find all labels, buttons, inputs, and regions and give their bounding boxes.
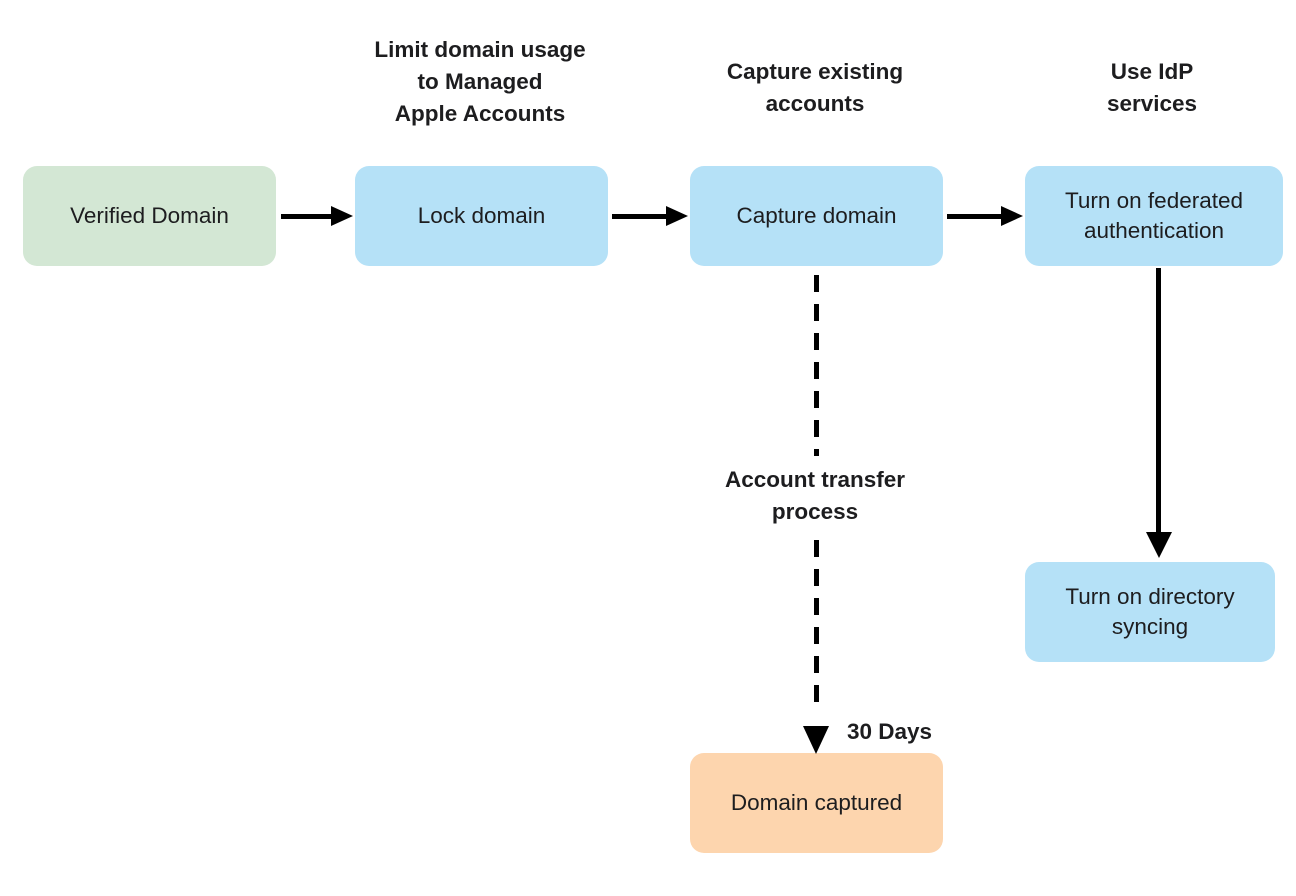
node-verified-domain: Verified Domain [23,166,276,266]
arrowhead-right-icon [331,206,353,226]
arrow-lock-to-capture-icon [612,206,688,226]
dashed-arrow-lower-segment-icon [814,540,819,706]
node-capture-domain: Capture domain [690,166,943,266]
node-lock-domain: Lock domain [355,166,608,266]
node-turn-on-federated-authentication: Turn on federated authentication [1025,166,1283,266]
arrowhead-down-dashed-icon [803,726,829,754]
arrow-capture-to-federated-icon [947,206,1023,226]
arrowhead-right-icon [1001,206,1023,226]
arrowhead-down-icon [1145,532,1172,558]
dashed-arrow-upper-segment-icon [814,275,819,456]
edge-label-30-days: 30 Days [847,719,933,744]
node-turn-on-directory-syncing: Turn on directory syncing [1025,562,1275,662]
caption-capture-existing-accounts: Capture existing accounts [726,59,904,116]
arrowhead-right-icon [666,206,688,226]
edge-label-account-transfer-process: Account transfer process [724,467,906,524]
caption-limit-domain-usage: Limit domain usage to Managed Apple Acco… [374,37,586,126]
arrow-verified-to-lock-icon [281,206,353,226]
caption-use-idp-services: Use IdP services [1106,59,1198,116]
arrow-federated-to-directory-icon [1145,268,1172,558]
node-domain-captured: Domain captured [690,753,943,853]
